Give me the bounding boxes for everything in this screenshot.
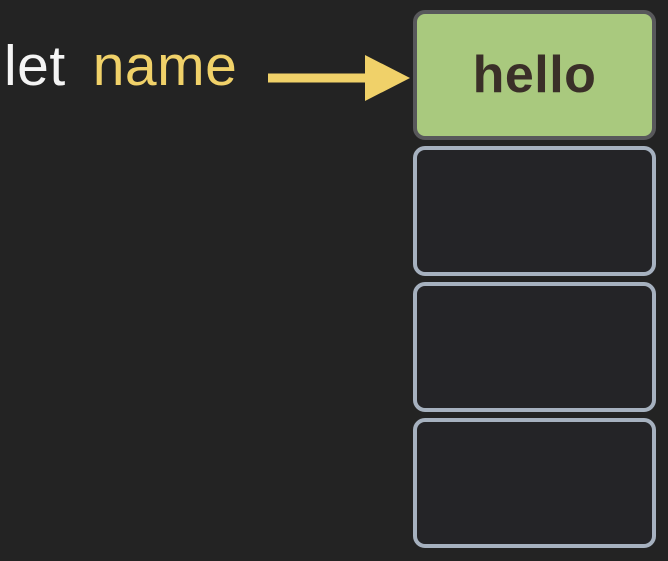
variable-declaration: let name <box>4 38 237 95</box>
memory-slot-empty <box>413 418 656 548</box>
memory-slot-empty <box>413 282 656 412</box>
variable-name: name <box>92 34 238 98</box>
memory-stack: hello <box>413 10 656 548</box>
memory-slot-value: hello <box>472 46 597 104</box>
assignment-arrow-icon <box>268 55 410 101</box>
memory-slot-empty <box>413 146 656 276</box>
let-keyword: let <box>4 34 66 98</box>
memory-slot-filled: hello <box>413 10 656 140</box>
